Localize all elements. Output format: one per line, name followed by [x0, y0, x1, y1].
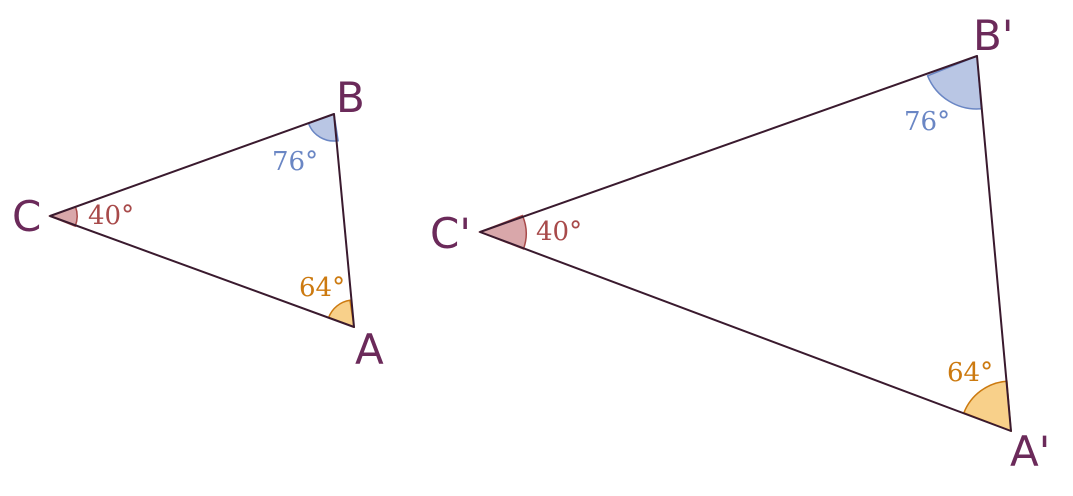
large-vertex-c-label: C' — [430, 209, 471, 258]
large-triangle-edges — [479, 55, 1012, 432]
small-vertex-c-label: C — [12, 192, 41, 241]
small-vertex-a-label: A — [355, 325, 384, 374]
small-angle-c-label: 40° — [88, 201, 134, 231]
small-angle-a-label: 64° — [299, 273, 345, 303]
large-angle-b-arc — [926, 54, 983, 110]
small-angle-b-label: 76° — [272, 147, 318, 177]
large-vertex-a-label: A' — [1010, 427, 1050, 476]
large-triangle: C' B' A' 40° 76° 64° — [430, 11, 1050, 476]
large-angle-c-arc — [477, 214, 527, 250]
large-angle-a-arc — [962, 380, 1012, 433]
small-triangle-edges — [49, 113, 355, 328]
large-angle-a-label: 64° — [947, 358, 993, 388]
large-angle-c-label: 40° — [536, 217, 582, 247]
large-vertex-b-label: B' — [973, 11, 1013, 60]
large-angle-b-label: 76° — [904, 107, 950, 137]
small-vertex-b-label: B — [336, 73, 365, 122]
small-triangle: C B A 40° 76° 64° — [12, 73, 384, 374]
